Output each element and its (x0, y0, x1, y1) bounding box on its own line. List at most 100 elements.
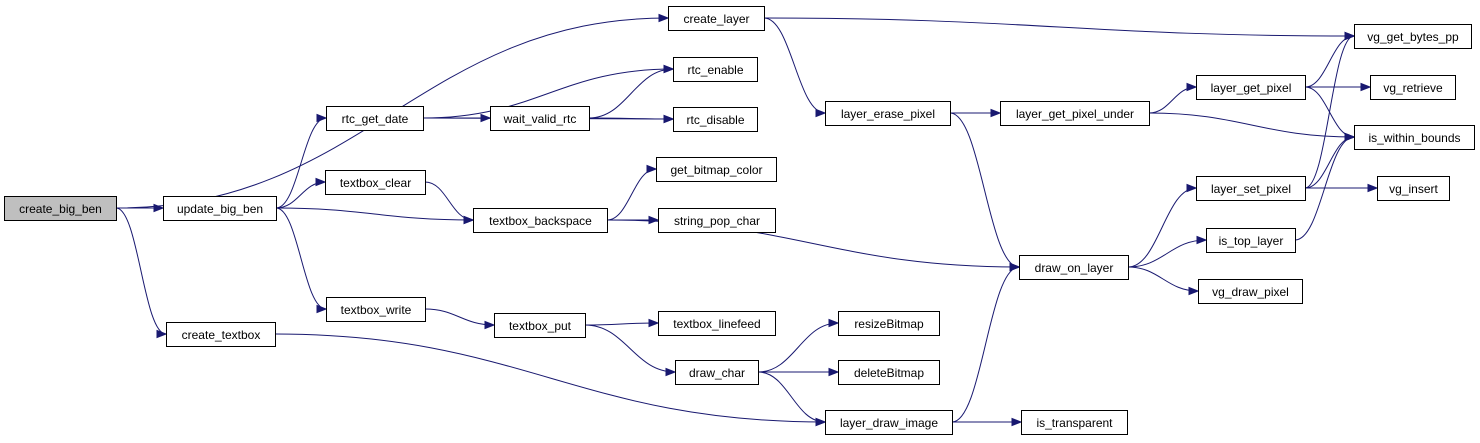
node-label: layer_get_pixel_under (1016, 107, 1134, 121)
call-edges (115, 13, 1379, 427)
edge-line (1304, 35, 1355, 189)
node-vg-get-bytes-pp[interactable]: vg_get_bytes_pp (1354, 24, 1472, 49)
node-box (658, 208, 776, 233)
edge-arrowhead (484, 320, 496, 330)
node-resizeBitmap[interactable]: resizeBitmap (838, 311, 940, 336)
node-box (675, 360, 759, 385)
node-wait-valid-rtc[interactable]: wait_valid_rtc (490, 106, 590, 131)
node-label: update_big_ben (177, 202, 263, 216)
edge-layer_get_pixel-to-vg_retrieve (1305, 82, 1372, 92)
edge-line (1294, 136, 1355, 241)
edge-arrowhead (828, 367, 840, 377)
edge-line (763, 17, 1355, 37)
edge-textbox_put-to-draw_char (584, 324, 677, 377)
node-deleteBitmap[interactable]: deleteBitmap (838, 360, 940, 385)
node-box (1000, 101, 1150, 126)
node-label: create_layer (683, 12, 749, 26)
node-label: textbox_clear (340, 176, 411, 190)
node-label: deleteBitmap (854, 366, 924, 380)
node-vg-draw-pixel[interactable]: vg_draw_pixel (1198, 279, 1303, 304)
edge-textbox_put-to-textbox_linefeed (584, 318, 660, 328)
edge-line (424, 308, 495, 326)
edge-create_textbox-to-layer_draw_image (274, 333, 827, 427)
edge-line (275, 207, 327, 310)
node-update-big-ben[interactable]: update_big_ben (163, 196, 277, 221)
node-box (1206, 228, 1296, 253)
node-rtc-enable[interactable]: rtc_enable (673, 57, 758, 82)
edge-line (115, 207, 167, 335)
node-box (166, 322, 276, 347)
node-box (1370, 75, 1456, 100)
node-box (1019, 255, 1129, 280)
node-box (473, 208, 608, 233)
node-layer-get-pixel[interactable]: layer_get_pixel (1196, 75, 1306, 100)
node-textbox-backspace[interactable]: textbox_backspace (473, 208, 608, 233)
edge-create_layer-to-vg_get_bytes_pp (763, 17, 1356, 41)
edge-arrowhead (1009, 262, 1021, 272)
node-label: layer_erase_pixel (841, 107, 935, 121)
edge-draw_on_layer-to-is_top_layer (1127, 235, 1208, 268)
node-label: vg_get_bytes_pp (1367, 30, 1459, 44)
edge-update_big_ben-to-textbox_clear (275, 177, 327, 209)
node-layer-draw-image[interactable]: layer_draw_image (825, 410, 953, 435)
node-draw-char[interactable]: draw_char (675, 360, 759, 385)
node-label: vg_draw_pixel (1212, 285, 1289, 299)
node-label: textbox_write (341, 303, 412, 317)
node-draw-on-layer[interactable]: draw_on_layer (1019, 255, 1129, 280)
edge-arrowhead (156, 329, 168, 339)
node-label: textbox_put (509, 319, 572, 333)
node-box (673, 107, 758, 132)
edge-layer_get_pixel-to-vg_get_bytes_pp (1304, 31, 1356, 88)
node-box (656, 157, 777, 182)
node-label: layer_draw_image (840, 416, 938, 430)
node-vg-retrieve[interactable]: vg_retrieve (1370, 75, 1456, 100)
node-textbox-clear[interactable]: textbox_clear (325, 170, 426, 195)
node-box (325, 170, 426, 195)
node-textbox-linefeed[interactable]: textbox_linefeed (658, 311, 776, 336)
node-is-transparent[interactable]: is_transparent (1021, 410, 1128, 435)
edge-update_big_ben-to-textbox_write (275, 207, 328, 314)
edge-line (274, 333, 826, 423)
node-textbox-write[interactable]: textbox_write (326, 297, 426, 322)
edge-line (275, 207, 474, 221)
node-is-top-layer[interactable]: is_top_layer (1206, 228, 1296, 253)
node-layer-set-pixel[interactable]: layer_set_pixel (1196, 176, 1306, 201)
node-label: textbox_backspace (489, 214, 592, 228)
node-label: layer_set_pixel (1211, 182, 1291, 196)
edge-line (951, 266, 1020, 423)
node-box (1196, 176, 1306, 201)
node-string-pop-char[interactable]: string_pop_char (658, 208, 776, 233)
node-layer-erase-pixel[interactable]: layer_erase_pixel (825, 101, 951, 126)
node-box (490, 106, 590, 131)
node-label: is_top_layer (1219, 234, 1284, 248)
edge-arrowhead (316, 113, 328, 123)
node-label: rtc_get_date (342, 112, 409, 126)
edge-layer_draw_image-to-is_transparent (951, 417, 1023, 427)
node-get-bitmap-color[interactable]: get_bitmap_color (656, 157, 777, 182)
node-box (494, 313, 586, 338)
node-rtc-disable[interactable]: rtc_disable (673, 107, 758, 132)
node-box (658, 311, 776, 336)
node-rtc-get-date[interactable]: rtc_get_date (326, 106, 424, 131)
node-create-textbox[interactable]: create_textbox (166, 322, 276, 347)
edge-line (422, 68, 674, 119)
edge-create_big_ben-to-update_big_ben (115, 203, 165, 213)
node-create-layer[interactable]: create_layer (668, 6, 765, 31)
edge-create_big_ben-to-create_textbox (115, 207, 168, 339)
edge-arrowhead (990, 108, 1002, 118)
edge-line (757, 371, 826, 423)
node-vg-insert[interactable]: vg_insert (1377, 176, 1450, 201)
node-layer-get-pixel-under[interactable]: layer_get_pixel_under (1000, 101, 1150, 126)
edge-textbox_clear-to-textbox_backspace (424, 181, 475, 225)
edge-layer_set_pixel-to-vg_insert (1305, 183, 1379, 193)
edge-line (1148, 86, 1197, 114)
node-box (326, 106, 424, 131)
node-textbox-put[interactable]: textbox_put (494, 313, 586, 338)
node-is-within-bounds[interactable]: is_within_bounds (1354, 125, 1475, 150)
node-create-big-ben[interactable]: create_big_ben (4, 196, 117, 221)
edge-update_big_ben-to-textbox_backspace (275, 207, 475, 225)
node-label: draw_on_layer (1035, 261, 1114, 275)
node-box (4, 196, 117, 221)
edge-arrowhead (648, 318, 660, 328)
node-label: create_textbox (182, 328, 261, 342)
